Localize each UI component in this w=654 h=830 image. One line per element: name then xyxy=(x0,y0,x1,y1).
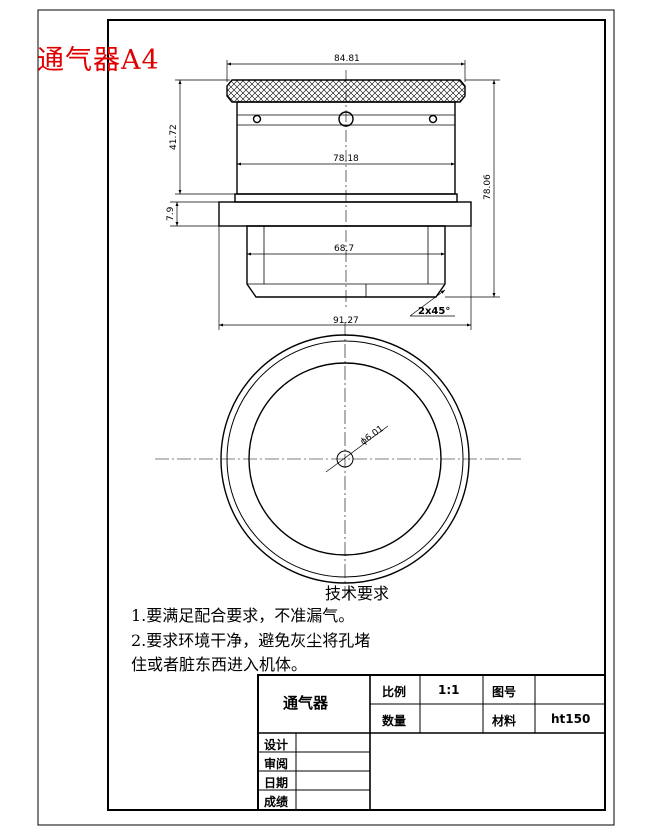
top-view xyxy=(155,322,522,598)
dim-flange-width: 91.27 xyxy=(333,316,359,326)
scale-label: 比例 xyxy=(382,685,407,699)
dim-flange-thickness: 7.9 xyxy=(166,206,176,221)
vent-hole-left xyxy=(252,114,262,124)
date-label: 日期 xyxy=(264,776,289,790)
note-line-3: 住或者脏东西进入机体。 xyxy=(131,655,308,674)
dim-hole-dia: ϕ6.01 xyxy=(359,424,386,447)
material-value: ht150 xyxy=(551,712,591,726)
sheet-label: 通气器A4 xyxy=(37,45,160,76)
notes-title: 技术要求 xyxy=(325,584,390,603)
front-view xyxy=(218,70,472,310)
design-label: 设计 xyxy=(264,738,289,752)
dim-chamfer: 2x45° xyxy=(418,306,450,317)
outer-border xyxy=(37,9,615,826)
dim-top-width: 84.81 xyxy=(334,54,360,64)
scale-value: 1:1 xyxy=(438,683,460,697)
grade-label: 成绩 xyxy=(264,795,289,809)
dim-inner-width: 78.18 xyxy=(333,154,359,164)
dim-height-upper: 41.72 xyxy=(169,124,179,150)
inner-border xyxy=(107,19,606,811)
dim-total-height: 78.06 xyxy=(483,174,493,200)
vent-hole-right xyxy=(428,114,438,124)
note-line-2: 2.要求环境干净，避免灰尘将孔堵 xyxy=(131,631,371,650)
title-block xyxy=(257,674,606,811)
dim-bottom-width: 68.7 xyxy=(334,244,354,254)
quantity-label: 数量 xyxy=(382,714,407,728)
review-label: 审阅 xyxy=(264,757,289,771)
drawing-no-label: 图号 xyxy=(492,685,517,699)
material-label: 材料 xyxy=(492,714,517,728)
flange xyxy=(218,201,472,227)
part-name: 通气器 xyxy=(283,694,329,712)
note-line-1: 1.要满足配合要求，不准漏气。 xyxy=(131,606,355,625)
